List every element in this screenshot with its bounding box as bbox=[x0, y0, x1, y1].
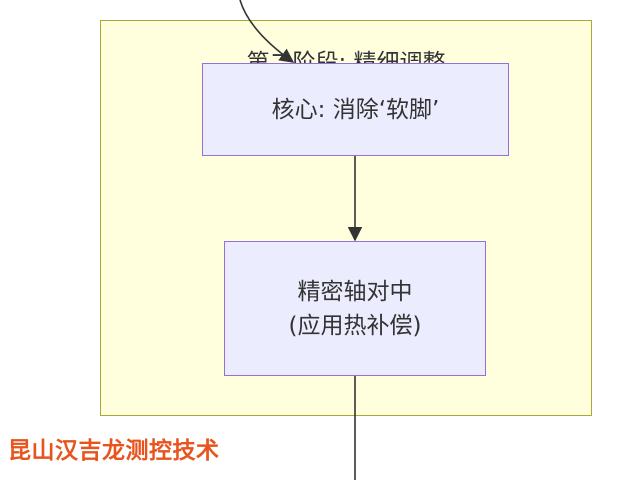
node-precision-alignment: 精密轴对中 (应用热补偿) bbox=[224, 241, 486, 376]
node-eliminate-soft-foot: 核心: 消除‘软脚’ bbox=[202, 63, 509, 156]
watermark-text: 昆山汉吉龙测控技术 bbox=[8, 438, 220, 464]
node-label-line-1: 精密轴对中 bbox=[297, 278, 413, 305]
node-label-line-2: (应用热补偿) bbox=[288, 312, 422, 339]
node-label: 核心: 消除‘软脚’ bbox=[271, 96, 440, 123]
